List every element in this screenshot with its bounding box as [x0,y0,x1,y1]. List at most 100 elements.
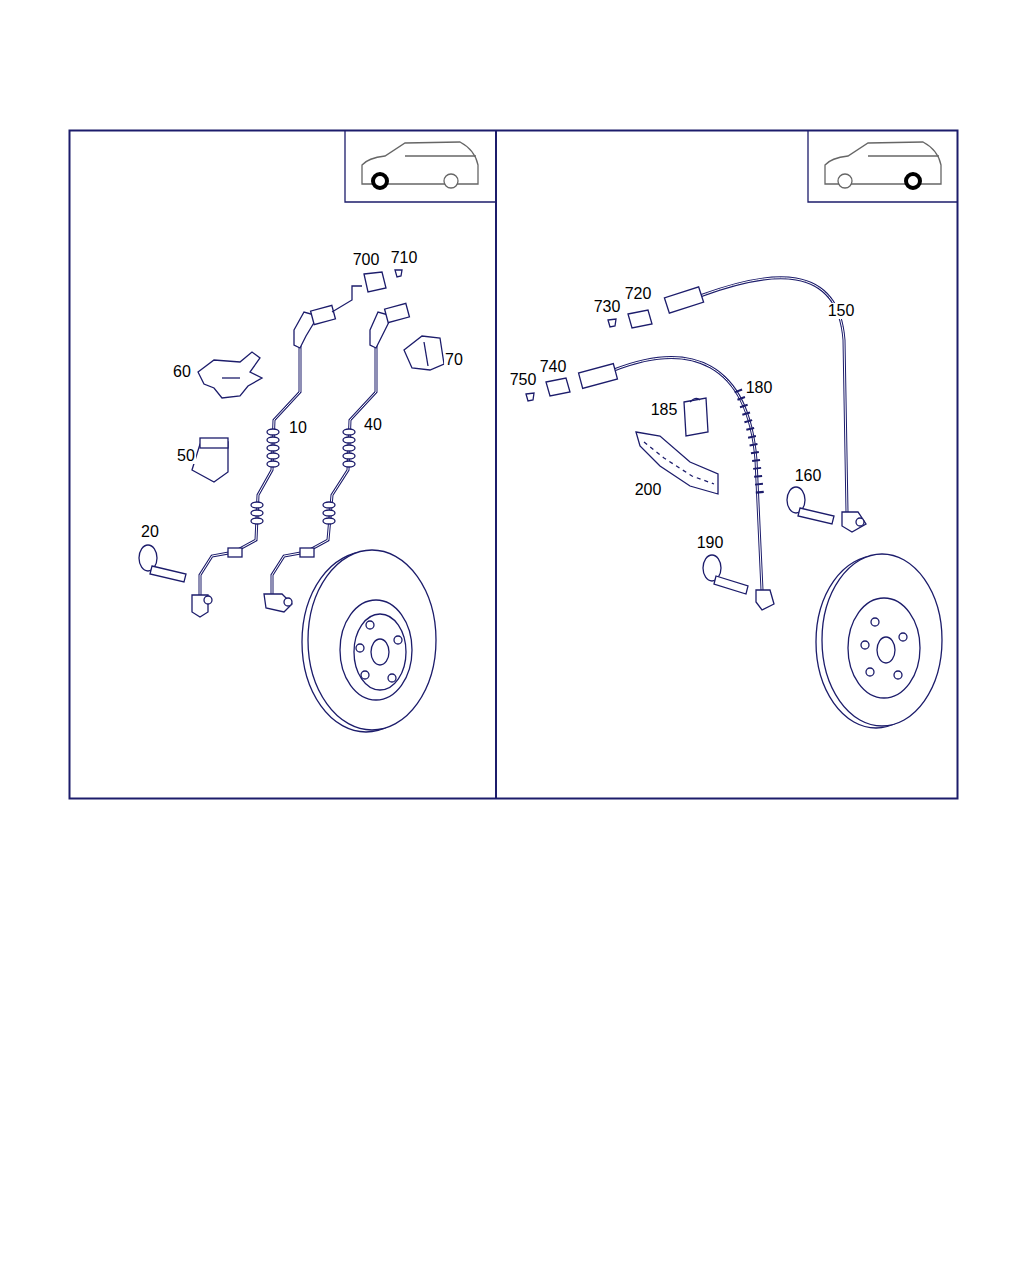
sensor-cable-10-part [228,548,242,557]
frame-part [345,130,496,202]
sensor-cable-180-part [614,358,762,590]
sensor-cable-10-part [267,445,279,451]
callout-number: 180 [745,380,774,396]
brake-disc-rear [816,554,942,728]
small-connector-parts-part [608,319,616,327]
holder-60-part [198,352,262,398]
brake-disc-front-part [361,671,369,679]
sensor-cable-10-part [267,461,279,467]
sensor-cable-10-part [267,429,279,435]
callout-number: 700 [352,252,381,268]
callout-number: 20 [140,524,160,540]
connector-700-710-part [332,286,362,312]
holder-60 [198,352,262,398]
clip-185-part [690,398,700,402]
sensor-cable-40-part [284,598,292,606]
connector-700-710-part [395,270,402,277]
sensor-cable-180-part [738,390,760,495]
callout-number: 185 [650,402,679,418]
connector-700-710 [332,270,402,312]
car-icon-rear-part [906,174,920,188]
brake-disc-rear-part [861,641,869,649]
callout-number: 710 [390,250,419,266]
sensor-cable-40-part [343,437,355,443]
sensor-cable-40-part [272,345,376,594]
sensor-cable-40-part [323,518,335,524]
sensor-cable-10-part [251,510,263,516]
car-icon-front-part [373,174,387,188]
brake-disc-front-part [356,644,364,652]
sensor-cable-150-part [664,287,703,313]
bolt-160 [787,487,834,524]
callout-number: 150 [827,303,856,319]
sensor-cable-40 [264,303,409,612]
callout-number: 190 [696,535,725,551]
sensor-cable-10-part [251,502,263,508]
frame [70,130,958,799]
brake-disc-front-part [340,600,412,700]
sensor-cable-180-part [756,590,774,610]
sensor-cable-40-part [343,445,355,451]
bolt-160-part [798,508,834,524]
car-icon-front-part [444,174,458,188]
car-icon-rear [825,142,941,188]
bolt-20 [139,545,186,582]
car-icon-rear-part [868,155,939,156]
car-icon-front-part [405,155,476,156]
sensor-cable-40-part [323,510,335,516]
frame-part [70,131,958,799]
brake-disc-rear-part [894,671,902,679]
sensor-cable-40-part [343,461,355,467]
frame-part [808,130,957,202]
sensor-cable-40-part [323,502,335,508]
clip-185-part [684,398,708,436]
sensor-cable-180-part [579,364,618,389]
callout-number: 730 [593,299,622,315]
clip-70-part [424,342,428,366]
small-connector-parts [526,310,652,401]
sensor-cable-10-part [311,305,336,324]
brake-disc-front-part [354,614,406,690]
connector-700-710-part [364,272,386,292]
sensor-cable-180 [579,358,774,610]
car-icon-front [362,142,478,188]
sensor-cable-150-part [700,278,847,512]
clip-70-part [404,336,444,370]
bolt-190 [703,555,748,594]
sensor-cable-40-part [343,453,355,459]
sensor-cable-10-part [267,453,279,459]
bolt-190-part [714,576,748,594]
holder-60-part [222,377,240,378]
sensor-cable-40-part [264,594,292,612]
callout-number: 50 [176,448,196,464]
brake-disc-rear-part [848,598,920,698]
clip-50 [192,438,228,482]
brake-disc-rear-part [822,554,942,726]
callout-number: 750 [509,372,538,388]
callout-number: 740 [539,359,568,375]
brake-disc-front-part [366,621,374,629]
brake-disc-front-part [371,639,389,665]
small-connector-parts-part [526,393,534,401]
callout-number: 60 [172,364,192,380]
bolt-20-part [150,566,186,582]
sensor-cable-180-part [614,358,762,590]
sensor-cable-40-part [300,548,314,557]
small-connector-parts-part [546,378,570,396]
sensor-cable-10-part [267,437,279,443]
sensor-cable-40-part [272,345,376,594]
clip-185 [684,398,708,436]
brake-disc-front-part [388,674,396,682]
callout-number: 70 [444,352,464,368]
brake-disc-rear-part [899,633,907,641]
frame-part [495,130,497,798]
sensor-cable-150 [664,278,866,532]
brake-disc-rear-part [877,637,895,663]
sensor-cable-10 [192,305,335,617]
sensor-cable-10-part [251,518,263,524]
callout-number: 160 [794,468,823,484]
car-icon-rear-part [838,174,852,188]
